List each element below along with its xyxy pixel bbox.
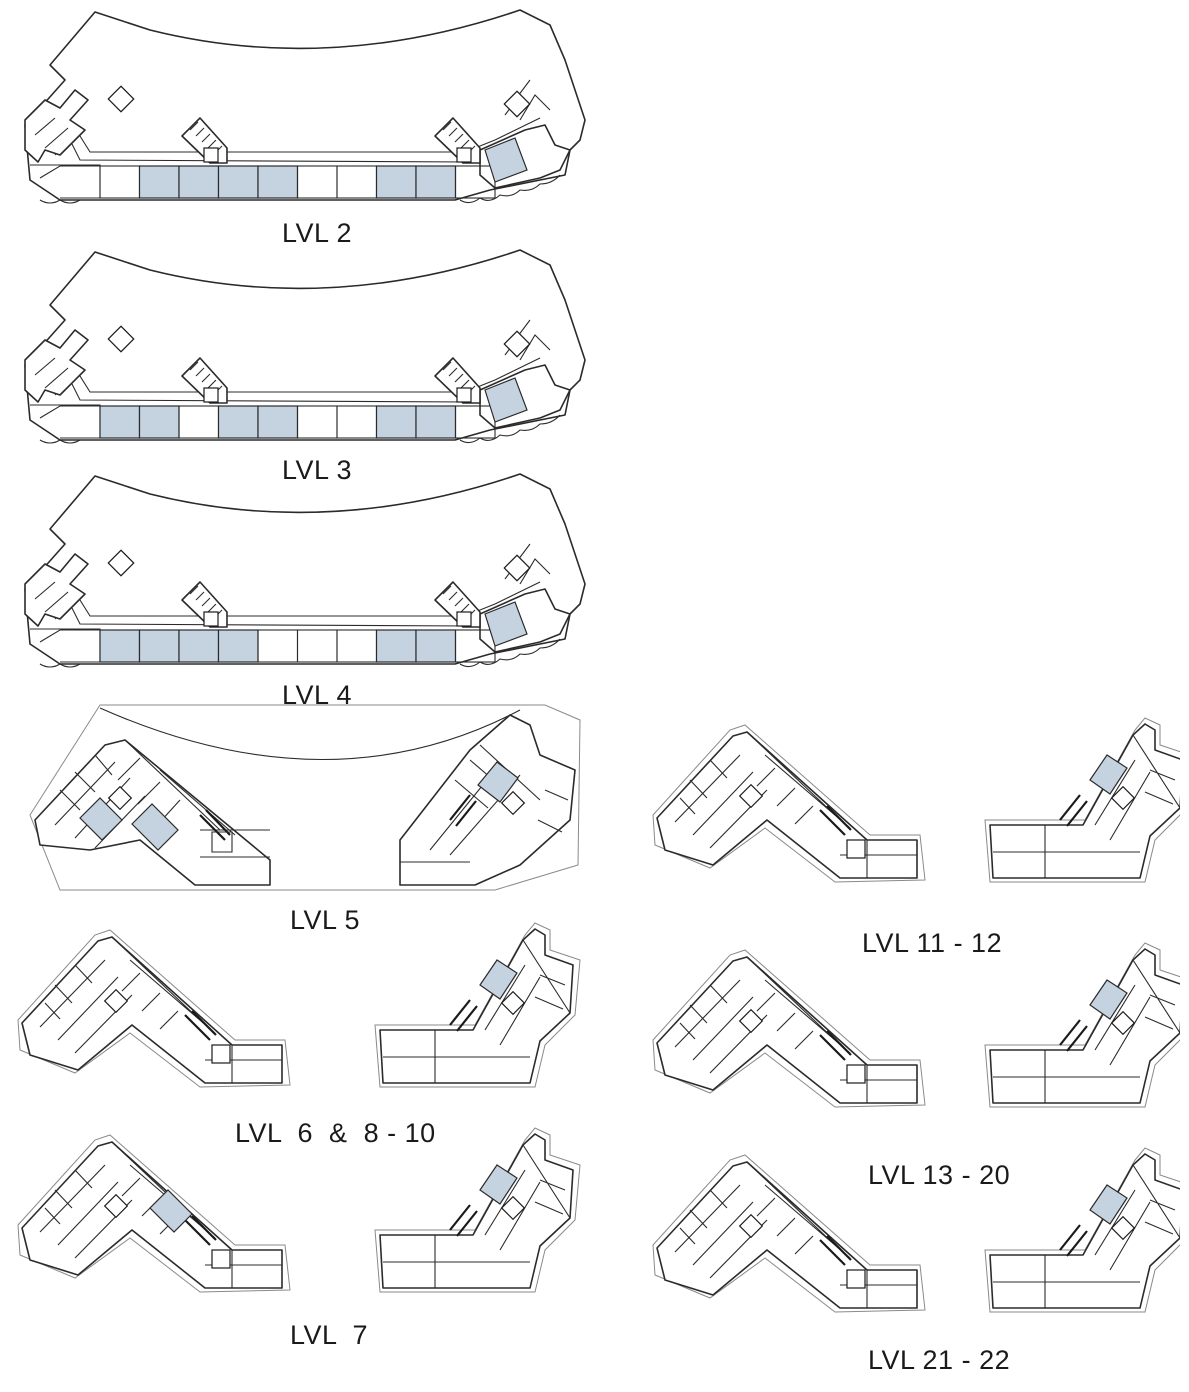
floor-plan-lvl-3 (24, 249, 586, 444)
floor-plan-lvl-4 (24, 473, 586, 668)
level-label-lvl-3: LVL 3 (282, 455, 353, 485)
level-label-lvl-21-22: LVL 21 - 22 (868, 1345, 1011, 1375)
floor-plan-lvl-13-20 (652, 942, 1180, 1108)
level-label-lvl-5: LVL 5 (290, 905, 361, 935)
floor-plan-lvl-11-12 (652, 717, 1180, 883)
level-label-lvl-11-12: LVL 11 - 12 (862, 928, 1003, 958)
level-label-lvl-7: LVL 7 (290, 1320, 369, 1350)
floor-plan-lvl-21-22 (652, 1147, 1180, 1313)
level-label-lvl-6-8-10: LVL 6 & 8 - 10 (235, 1118, 436, 1148)
level-label-lvl-13-20: LVL 13 - 20 (868, 1160, 1011, 1190)
floor-plan-lvl-7 (17, 1127, 581, 1293)
floor-plan-lvl-5 (29, 704, 581, 891)
level-label-lvl-4: LVL 4 (282, 680, 353, 710)
floor-plan-lvl-2 (24, 9, 586, 204)
floor-plan-lvl-6-8-10 (17, 922, 581, 1088)
level-label-lvl-2: LVL 2 (282, 218, 353, 248)
